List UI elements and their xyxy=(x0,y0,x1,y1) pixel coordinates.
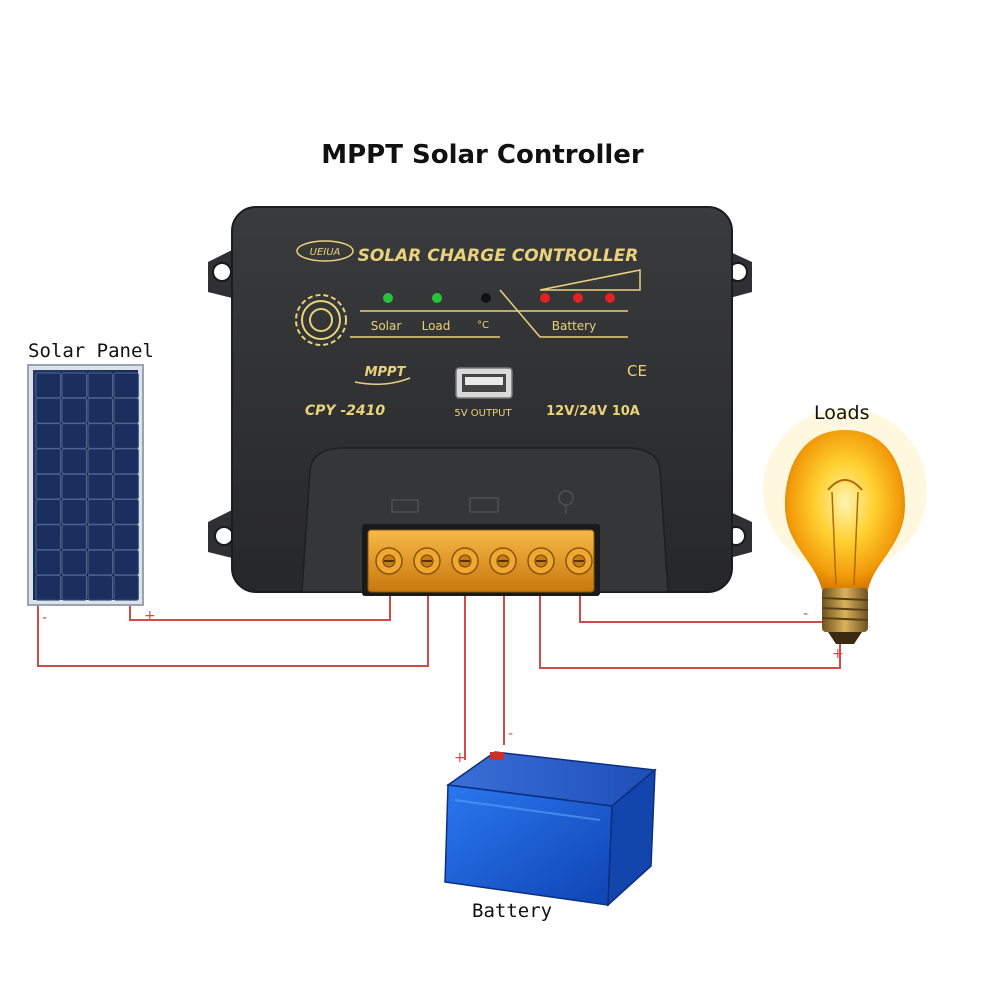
solar-cell xyxy=(61,448,87,475)
ce-mark: CE xyxy=(627,362,647,380)
solar-panel-icon xyxy=(27,364,144,606)
solar-cell xyxy=(113,499,139,525)
battery-minus-mark: - xyxy=(508,726,513,742)
solar-cell xyxy=(61,499,87,525)
controller-heading: SOLAR CHARGE CONTROLLER xyxy=(358,246,639,266)
solar-plus-mark: + xyxy=(144,608,156,624)
battery-led-1 xyxy=(540,293,550,303)
solar-cell xyxy=(35,372,61,399)
solar-cell xyxy=(87,448,113,475)
load-minus-mark: - xyxy=(803,606,808,622)
solar-cell xyxy=(35,574,61,601)
solar-cell xyxy=(35,448,61,475)
loads-label: Loads xyxy=(814,402,870,424)
solar-cell xyxy=(35,423,61,449)
solar-cell xyxy=(61,549,87,576)
charge-controller: UEIUA SOLAR CHARGE CONTROLLER Solar Load… xyxy=(208,206,752,596)
load-indicator-label: Load xyxy=(422,319,451,333)
solar-cell xyxy=(61,524,87,551)
battery-led-3 xyxy=(605,293,615,303)
solar-cell xyxy=(87,372,113,399)
solar-cell xyxy=(87,473,113,500)
solar-cell xyxy=(61,574,87,601)
battery-icon xyxy=(444,751,657,907)
solar-cell xyxy=(87,423,113,449)
temp-led xyxy=(481,293,491,303)
solar-cell xyxy=(35,397,61,424)
page-title: MPPT Solar Controller xyxy=(321,140,644,170)
solar-cell xyxy=(87,574,113,601)
solar-cell xyxy=(113,473,139,500)
wire-load-positive xyxy=(539,590,841,669)
solar-minus-mark: - xyxy=(42,610,47,626)
solar-cell xyxy=(113,423,139,449)
solar-cell xyxy=(113,524,139,551)
solar-cell xyxy=(87,499,113,525)
solar-cell xyxy=(113,448,139,475)
solar-cell xyxy=(61,473,87,500)
battery-label: Battery xyxy=(472,900,553,922)
wire-load-negative xyxy=(579,590,825,623)
load-plus-mark: + xyxy=(832,646,844,662)
rating-label: 12V/24V 10A xyxy=(546,404,640,419)
solar-cell xyxy=(61,397,87,424)
temp-indicator-label: °C xyxy=(477,320,489,331)
wires xyxy=(37,590,841,760)
solar-cell xyxy=(113,574,139,601)
solar-cell xyxy=(35,549,61,576)
sun-icon xyxy=(295,294,347,346)
solar-indicator-label: Solar xyxy=(371,319,402,333)
battery-led-2 xyxy=(573,293,583,303)
polarity-marks: - + + - - + xyxy=(42,606,844,766)
terminal-pictograms xyxy=(391,490,574,514)
brand-logo: UEIUA xyxy=(310,247,341,258)
light-bulb-icon xyxy=(763,408,927,644)
usb-port-icon xyxy=(455,367,513,399)
solar-cell xyxy=(35,499,61,525)
battery-indicator-label: Battery xyxy=(552,319,596,333)
load-led xyxy=(432,293,442,303)
solar-cell xyxy=(113,397,139,424)
model-number: CPY -2410 xyxy=(305,403,386,419)
solar-cell xyxy=(61,372,87,399)
solar-cell xyxy=(87,524,113,551)
terminal-block xyxy=(362,524,600,596)
wire-solar-negative xyxy=(37,590,429,667)
solar-cell xyxy=(87,549,113,576)
mppt-label: MPPT xyxy=(365,365,407,380)
solar-cell xyxy=(113,372,139,399)
solar-panel-label: Solar Panel xyxy=(28,340,154,362)
usb-output-label: 5V OUTPUT xyxy=(454,408,512,419)
wire-solar-positive xyxy=(129,590,391,621)
solar-cell xyxy=(35,473,61,500)
solar-cell xyxy=(61,423,87,449)
solar-cell xyxy=(113,549,139,576)
battery-plus-mark: + xyxy=(454,750,466,766)
solar-cell xyxy=(35,524,61,551)
solar-led xyxy=(383,293,393,303)
solar-cell xyxy=(87,397,113,424)
